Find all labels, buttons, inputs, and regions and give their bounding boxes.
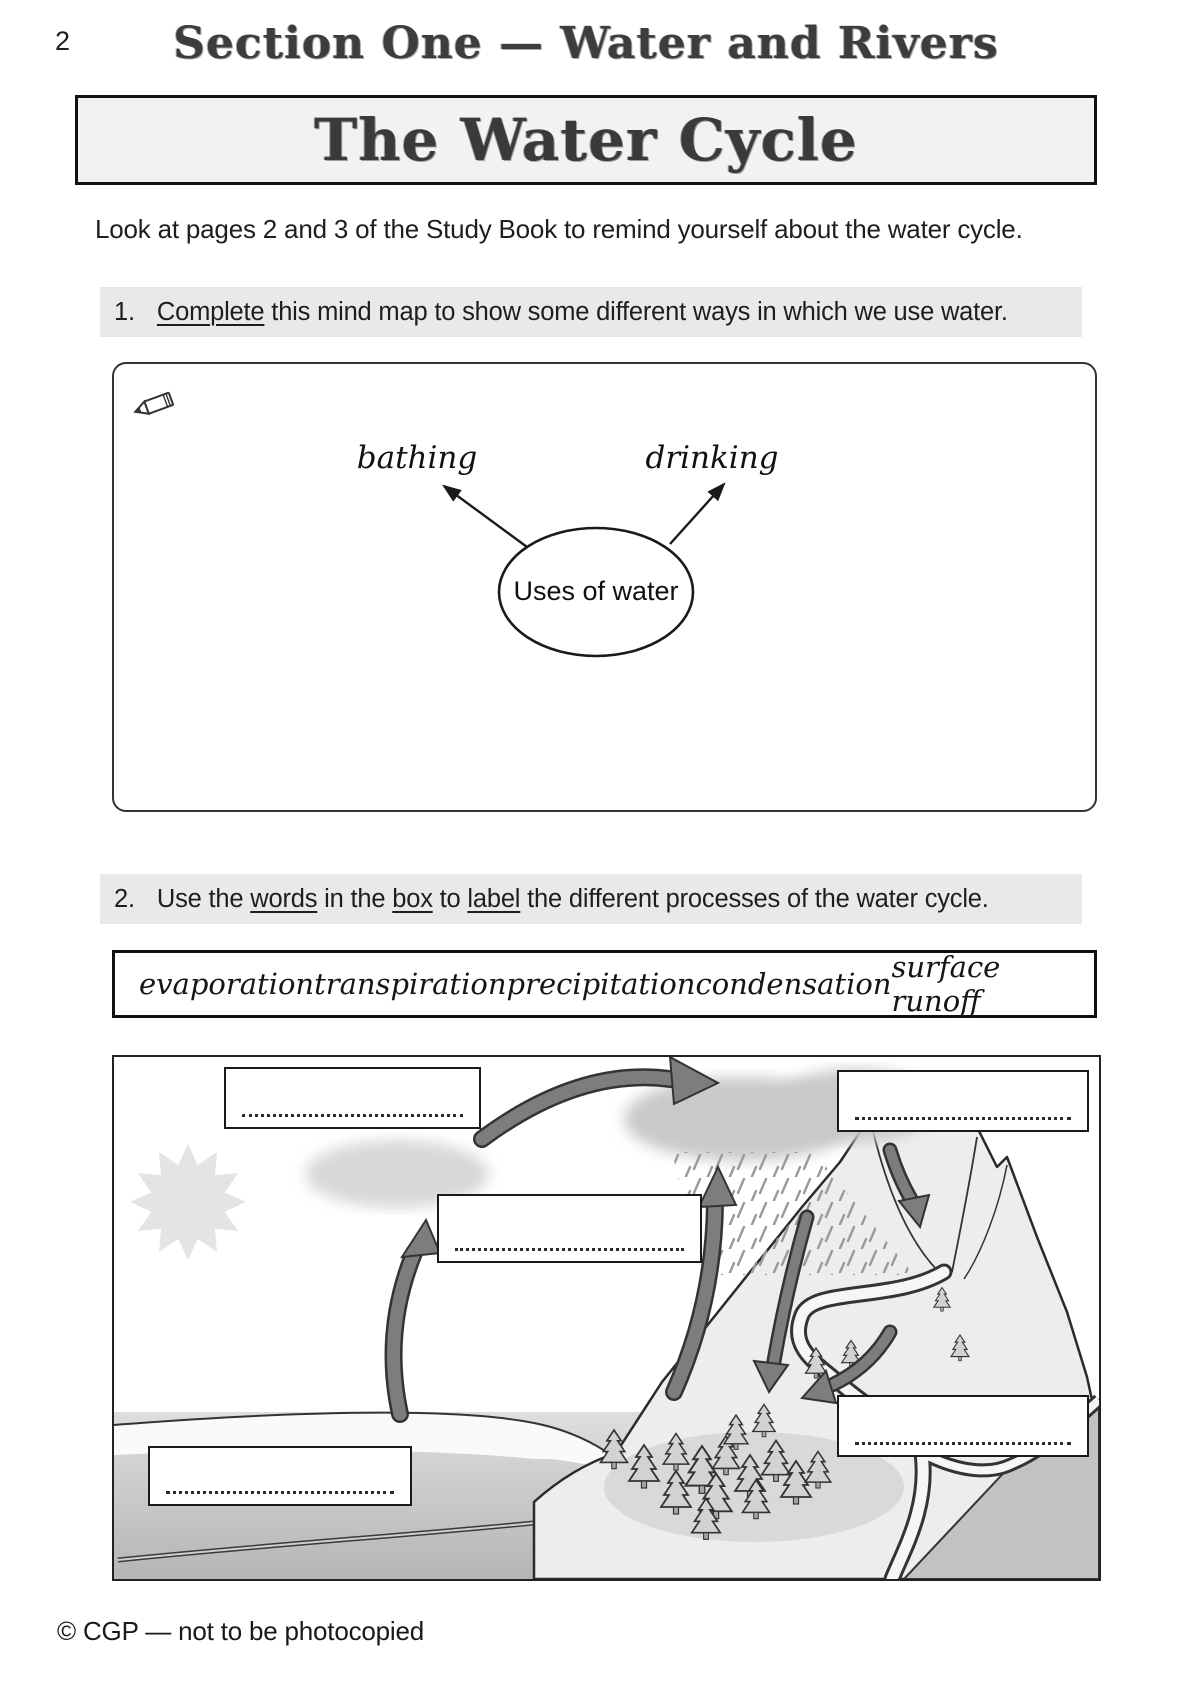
precipitation-arrow-head (897, 1193, 931, 1230)
transpiration-arrow-head (697, 1164, 738, 1209)
answer-blank[interactable] (855, 1117, 1071, 1120)
question-1-bar: 1. Complete this mind map to show some d… (100, 287, 1082, 337)
branch-arrow-drinking (669, 482, 726, 545)
answer-blank[interactable] (455, 1248, 684, 1251)
pencil-icon (130, 384, 186, 429)
question-1-number: 1. (114, 297, 135, 326)
rain (672, 1152, 914, 1275)
condensation-arrow-head (668, 1057, 721, 1106)
branch-label-drinking: drinking (645, 440, 779, 476)
copyright-footer: © CGP — not to be photocopied (57, 1616, 424, 1646)
stream (951, 1136, 978, 1273)
question-1-text: Complete this mind map to show some diff… (156, 297, 1008, 326)
question-2-bar: 2. Use the words in the box to label the… (100, 874, 1082, 924)
page-title: The Water Cycle (314, 106, 858, 174)
cloud (305, 1140, 489, 1208)
mindmap-answer-area[interactable]: bathing drinking Uses of water (112, 362, 1097, 812)
question-2-number: 2. (114, 884, 135, 913)
label-box-top-left[interactable] (224, 1067, 481, 1129)
word-bank-item: surface runoff (891, 950, 1001, 1018)
label-box-bottom-left[interactable] (148, 1446, 412, 1506)
shoreline (114, 1411, 640, 1478)
mindmap-center-label: Uses of water (513, 576, 679, 606)
label-box-top-right[interactable] (837, 1070, 1089, 1132)
label-box-bottom-right[interactable] (837, 1395, 1089, 1457)
word-bank-item: precipitation (506, 967, 696, 1001)
center-ellipse (497, 526, 695, 658)
stream (963, 1164, 1008, 1280)
section-title: Section One — Water and Rivers (173, 18, 999, 69)
beach (114, 1412, 639, 1477)
page-title-box: The Water Cycle (75, 95, 1097, 185)
sun-icon (130, 1144, 246, 1260)
downhill-arrow-head (752, 1359, 790, 1394)
water-cycle-diagram (112, 1055, 1101, 1581)
runoff-arrow-head (800, 1369, 838, 1405)
label-box-middle[interactable] (437, 1194, 702, 1263)
word-bank-item: evaporation (139, 967, 315, 1001)
mindmap-graphic (442, 482, 726, 658)
question-2-text: Use the words in the box to label the di… (156, 884, 989, 913)
word-bank-box: evaporation transpiration precipitation … (112, 950, 1097, 1018)
word-bank-item: condensation (695, 967, 892, 1001)
evaporation-arrow-head (400, 1217, 442, 1259)
answer-blank[interactable] (855, 1442, 1071, 1445)
stream (871, 1126, 940, 1273)
page-number: 2 (55, 26, 71, 56)
word-bank-item: transpiration (314, 967, 507, 1001)
branch-arrow-bathing (442, 484, 528, 548)
branch-label-bathing: bathing (356, 440, 478, 476)
intro-text: Look at pages 2 and 3 of the Study Book … (95, 214, 1023, 244)
answer-blank[interactable] (166, 1491, 394, 1494)
cycle-arrows (384, 1057, 931, 1423)
answer-blank[interactable] (242, 1114, 463, 1117)
